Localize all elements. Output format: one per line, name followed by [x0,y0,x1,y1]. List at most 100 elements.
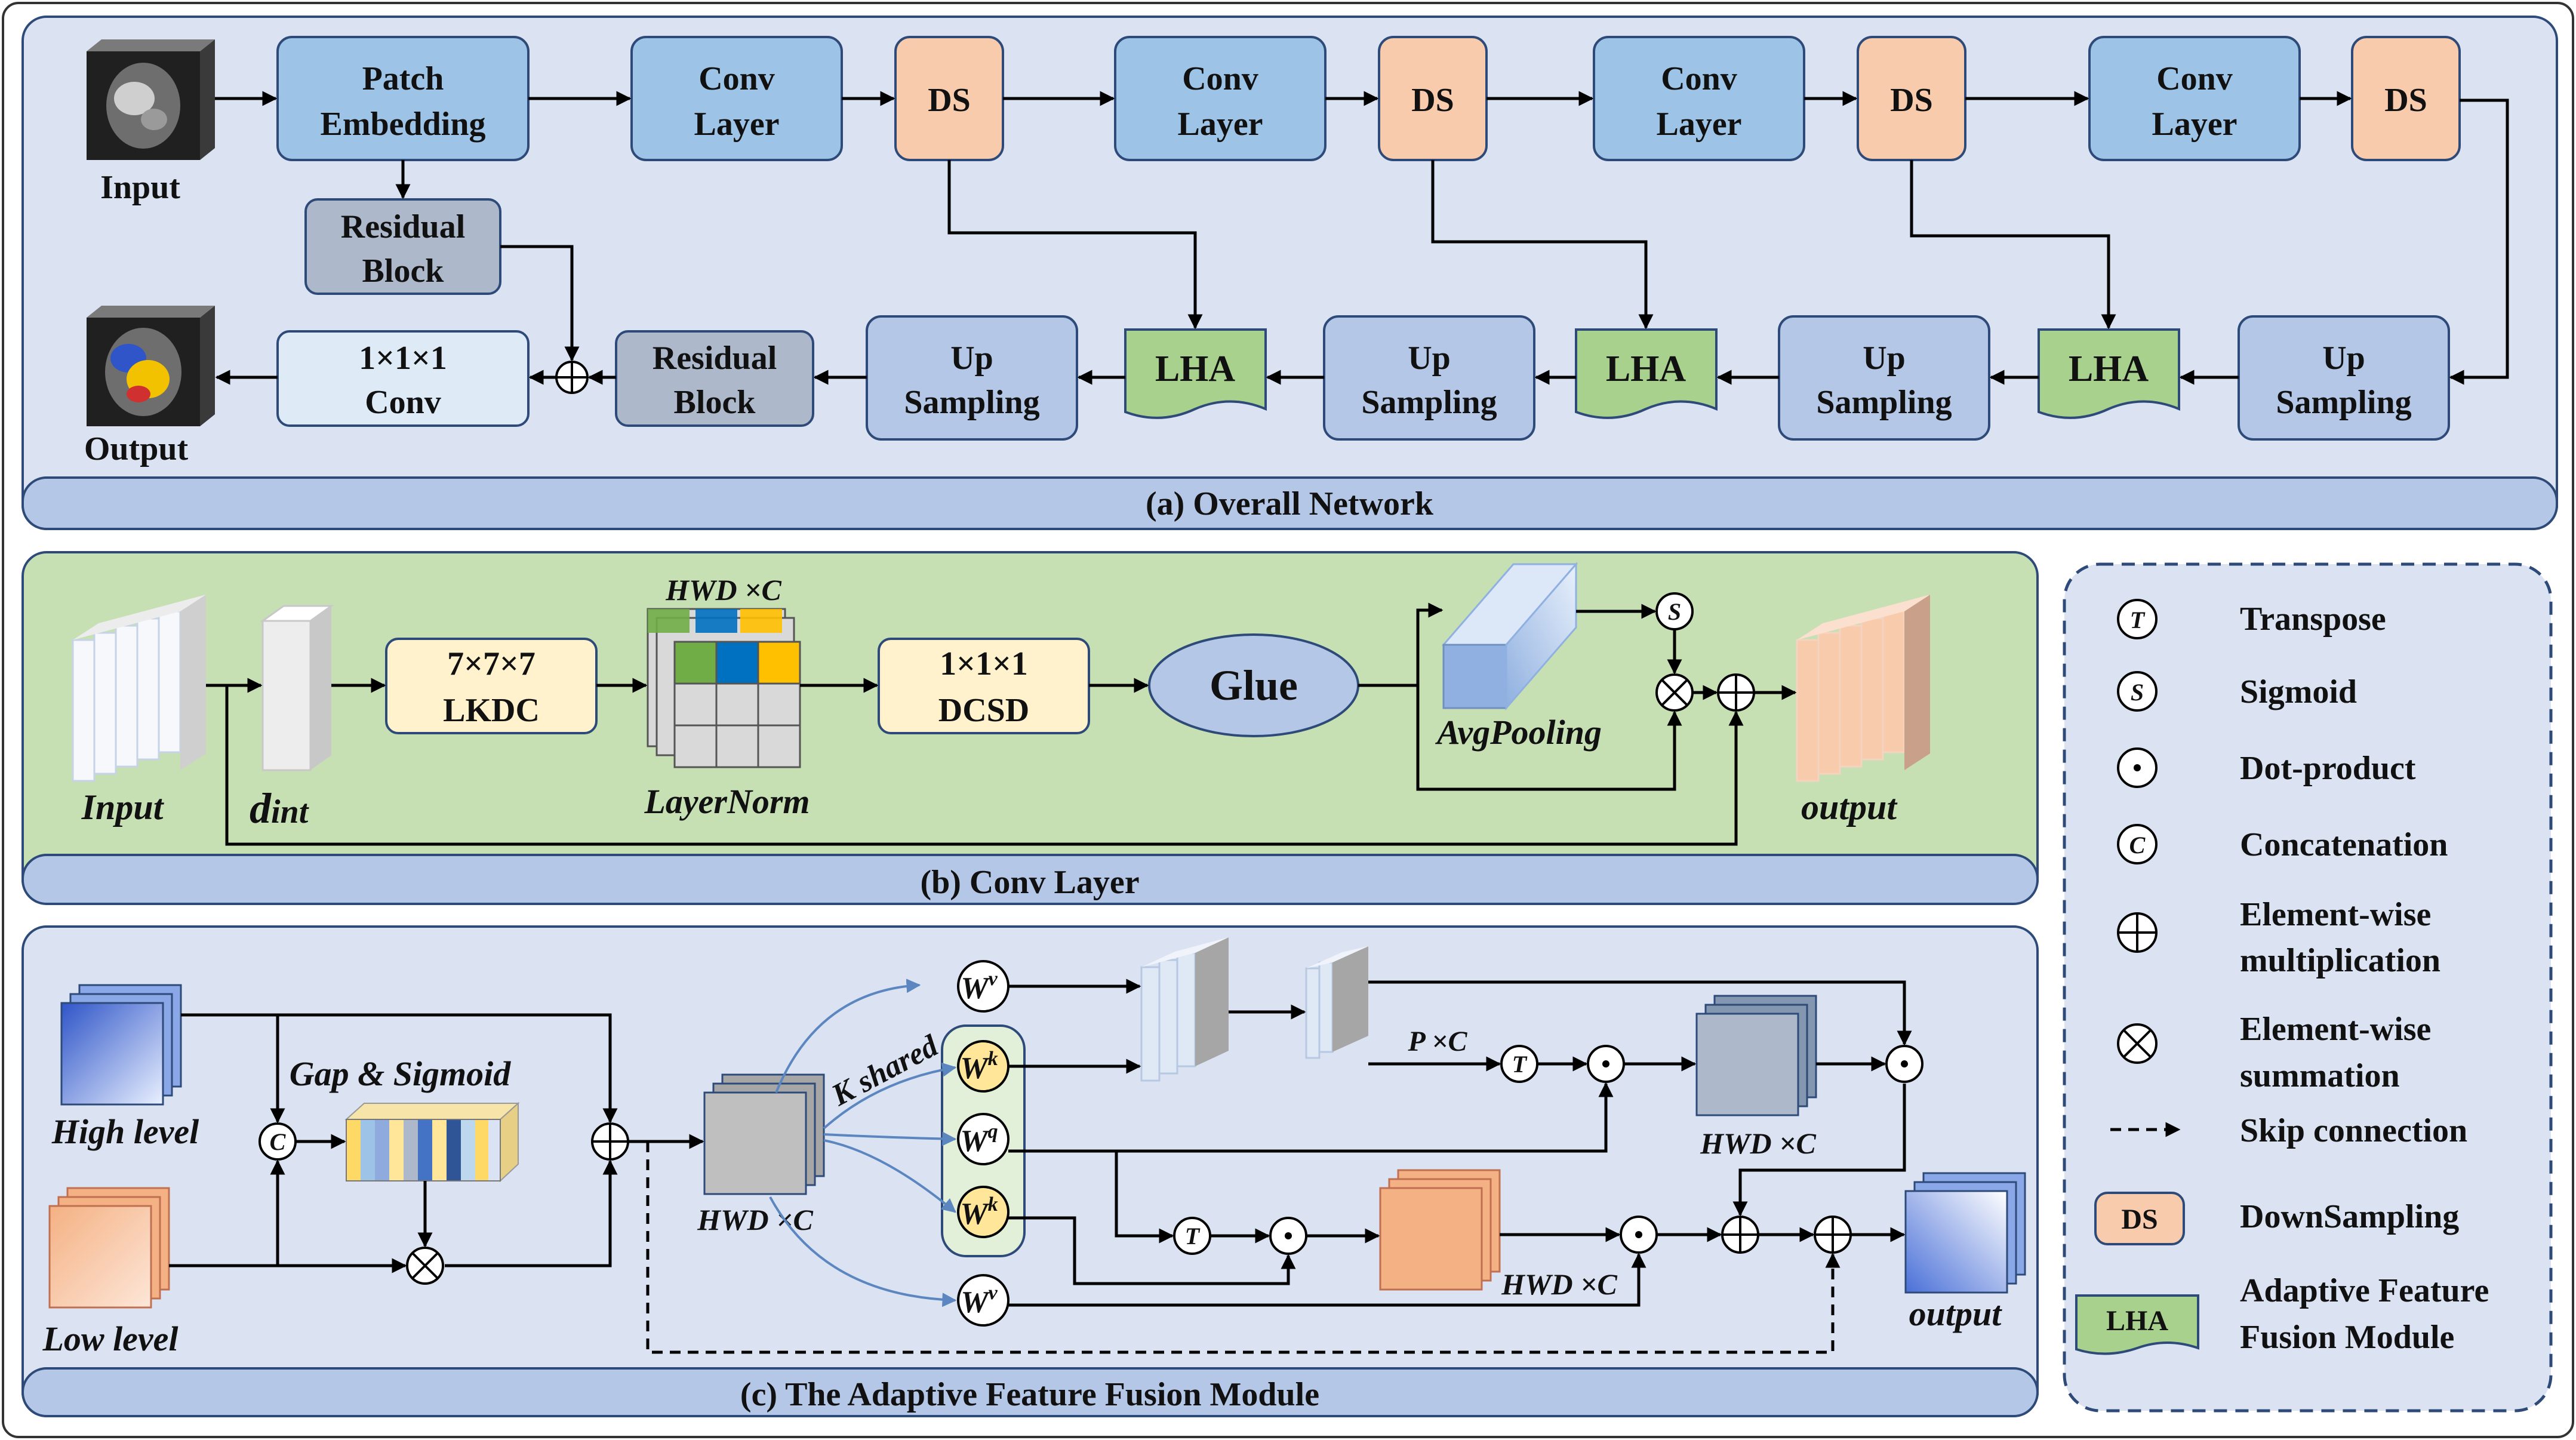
svg-text:Residual: Residual [653,340,777,377]
high-level-label: High level [51,1112,199,1151]
concat-operator: C [258,1122,297,1161]
svg-text:Conv: Conv [1661,60,1737,97]
panel-c-connectors [169,979,1912,1354]
svg-text:DS: DS [1890,82,1933,119]
output-label-c: output [1909,1294,2003,1333]
panel-b-title-bar [21,854,2039,905]
svg-text:Transpose: Transpose [2240,601,2386,638]
panel-b-connectors [206,602,1797,846]
lkdc-block: 7×7×7 LKDC [385,638,598,734]
multiply-operator-b [1655,673,1694,712]
avgpooling-label: AvgPooling [1435,713,1602,752]
similarity-map-stack [1379,1169,1501,1291]
output-feature-stack-c [1904,1172,2026,1294]
svg-text:Up: Up [1863,340,1906,377]
conv-layer-block-1: Conv Layer [630,36,843,161]
legend-skip-connection: Skip connection [2110,1112,2467,1149]
panel-conv-layer: (b) Conv Layer Input dint 7×7×7 LKDC [21,551,2039,905]
panel-a-connectors [215,91,2509,385]
svg-text:Conv: Conv [698,60,775,97]
svg-text:S: S [2131,679,2144,706]
multiply-operator-c [406,1247,444,1285]
svg-text:DS: DS [2121,1204,2158,1235]
similarity-hwdc-label: HWD ×C [1501,1267,1617,1301]
svg-text:Patch: Patch [362,60,444,97]
svg-text:Fusion Module: Fusion Module [2240,1319,2454,1356]
w-k-top-circle: Wk [957,1040,1010,1093]
svg-text:Embedding: Embedding [321,106,486,143]
input-volume-image [87,39,215,160]
panel-c-title: (c) The Adaptive Feature Fusion Module [740,1376,1319,1413]
svg-text:Sigmoid: Sigmoid [2240,673,2357,710]
svg-text:Up: Up [1408,340,1451,377]
svg-text:C: C [270,1128,287,1155]
svg-text:DownSampling: DownSampling [2240,1198,2459,1235]
svg-text:Conv: Conv [365,384,441,421]
sigmoid-operator: S [1655,592,1694,630]
patch-embedding-block: Patch Embedding [276,36,530,161]
svg-text:T: T [2130,607,2146,633]
transpose-operator-top: T [1500,1045,1538,1083]
svg-text:Adaptive Feature: Adaptive Feature [2240,1272,2489,1309]
svg-text:Element-wise: Element-wise [2240,896,2431,933]
panel-adaptive-feature-fusion: (c) The Adaptive Feature Fusion Module H… [21,925,2039,1417]
attention-hwdc-label: HWD ×C [1700,1127,1816,1160]
avgpooling-prism [1441,561,1578,711]
svg-text:DCSD: DCSD [938,692,1029,729]
dot-product-icon [2117,747,2158,788]
w-k-bottom-circle: Wk [957,1186,1010,1238]
output-feature-stack-b [1796,595,1930,782]
panel-a-title-bar [21,476,2558,530]
legend-dot-product: Dot-product [2117,747,2416,788]
svg-text:Layer: Layer [694,106,779,143]
up-sampling-block-4: Up Sampling [2238,315,2450,441]
svg-text:Wq: Wq [960,1121,998,1158]
up-sampling-block-2: Up Sampling [1323,315,1535,441]
dint-slab [260,605,334,771]
up-sampling-block-3: Up Sampling [1778,315,1990,441]
ds-block-1: DS [894,36,1004,161]
svg-text:LHA: LHA [2069,349,2149,389]
dot-product-operator-lower-right [1620,1216,1658,1254]
svg-text:Sampling: Sampling [1816,384,1952,421]
circled-times-icon [2117,1023,2158,1064]
ds-swatch: DS [2094,1192,2185,1245]
transpose-operator-bottom: T [1173,1217,1211,1255]
panel-b-title: (b) Conv Layer [920,864,1139,901]
svg-text:Concatenation: Concatenation [2240,826,2448,863]
svg-text:Wk: Wk [960,1193,998,1231]
svg-text:Block: Block [674,384,756,421]
sum-operator-c-2 [1814,1216,1852,1254]
conv-1x1x1-block: 1×1×1 Conv [276,330,530,427]
svg-text:LHA: LHA [2106,1305,2168,1337]
glue-block: Glue [1148,633,1359,737]
svg-text:Wv: Wv [961,968,998,1005]
fusion-sum-operator [591,1122,629,1161]
layernorm-grid [647,608,801,768]
transpose-icon: T [2117,599,2158,639]
svg-text:Skip connection: Skip connection [2240,1112,2467,1149]
w-v-bottom-circle: Wv [957,1274,1010,1327]
conv-layer-block-2: Conv Layer [1114,36,1327,161]
legend-downsampling: DS DownSampling [2094,1192,2459,1245]
panel-c-title-bar [21,1367,2039,1417]
svg-text:DS: DS [928,82,971,119]
svg-text:DS: DS [1411,82,1454,119]
residual-block-bottom: Residual Block [615,330,814,427]
svg-text:Up: Up [950,340,993,377]
legend-concatenation: C Concatenation [2117,824,2448,864]
gap-sigmoid-label: Gap & Sigmoid [290,1054,512,1093]
pxc-label: P ×C [1408,1026,1468,1057]
svg-text:T: T [1185,1223,1201,1250]
fused-hwdc-label: HWD ×C [697,1203,813,1236]
ds-block-3: DS [1857,36,1966,161]
svg-text:DS: DS [2384,82,2427,119]
lha-block-1: LHA [1124,328,1267,419]
svg-text:LHA: LHA [1606,349,1686,389]
dot-product-operator-top [1587,1045,1625,1083]
dint-label: dint [250,784,309,832]
layernorm-hwdc-label: HWD ×C [665,573,781,607]
shared-weight-arrows [769,979,957,1307]
svg-text:Conv: Conv [1182,60,1258,97]
svg-text:Conv: Conv [2156,60,2233,97]
